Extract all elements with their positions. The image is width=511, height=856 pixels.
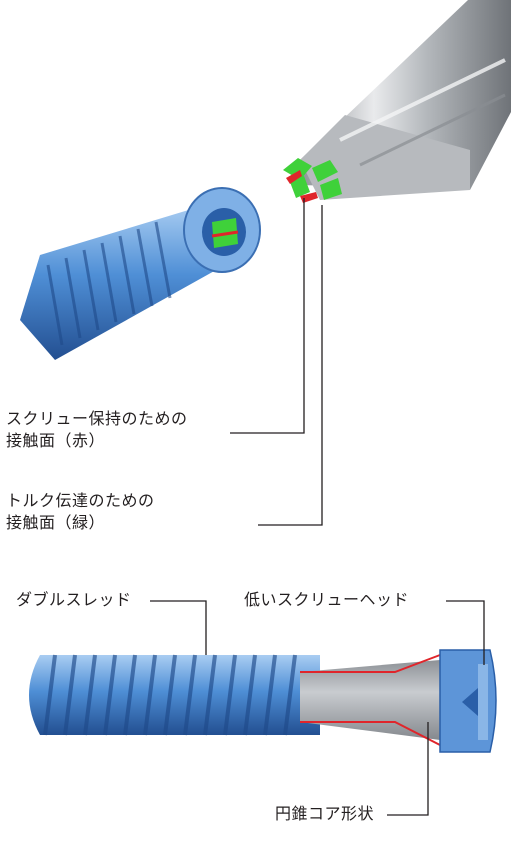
screwdriver-tip <box>283 158 342 203</box>
screwdriver <box>283 0 511 203</box>
label-conical-core: 円錐コア形状 <box>275 804 375 823</box>
label-red-contact-line2: 接触面（赤） <box>6 431 106 450</box>
label-low-screw-head: 低いスクリューヘッド <box>244 590 410 609</box>
label-red-contact: スクリュー保持のための 接触面（赤） <box>6 408 188 452</box>
leader-lines-lower <box>150 600 485 816</box>
label-red-contact-line1: スクリュー保持のための <box>6 409 188 428</box>
label-green-contact-line1: トルク伝達のための <box>6 491 155 510</box>
screw-lower <box>29 649 497 753</box>
label-double-thread: ダブルスレッド <box>16 590 132 609</box>
leader-lines-upper <box>230 198 323 526</box>
screw-upper <box>20 187 261 360</box>
label-green-contact: トルク伝達のための 接触面（緑） <box>6 490 155 534</box>
label-green-contact-line2: 接触面（緑） <box>6 513 106 532</box>
